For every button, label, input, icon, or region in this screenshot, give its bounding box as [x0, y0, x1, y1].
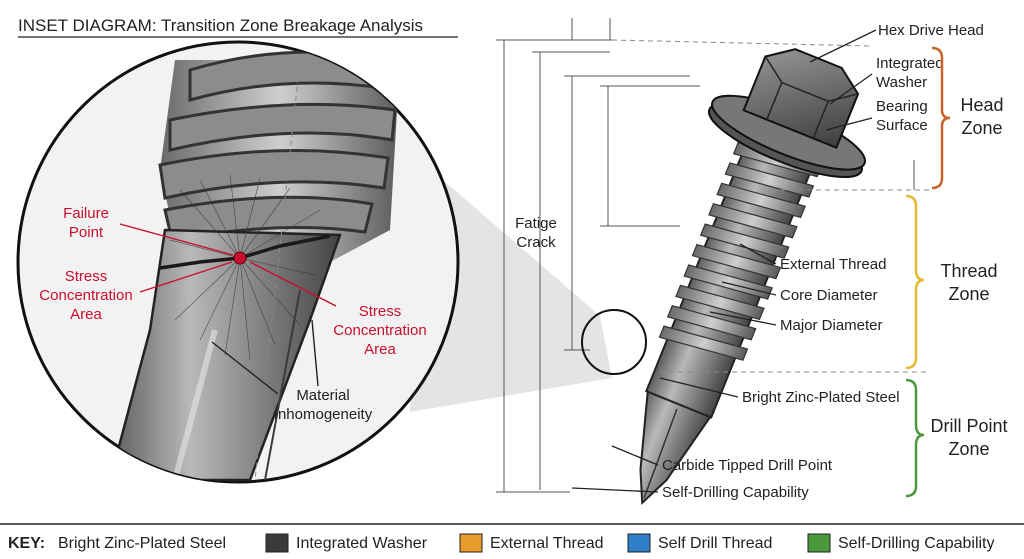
key-item-label-3: Self Drill Thread [658, 535, 772, 552]
failure-point-dot [234, 252, 246, 264]
major-diameter-label: Major Diameter [780, 317, 883, 334]
key-prefix: KEY: [8, 535, 45, 552]
key-item-label-1: Integrated Washer [296, 535, 428, 552]
integrated-washer-label-2: Washer [876, 74, 927, 91]
failure-point-label-1: Failure [63, 205, 109, 222]
material-label-1: Material [296, 387, 349, 404]
bearing-surface-label-2: Surface [876, 117, 928, 134]
key-swatch-self-drilling [808, 534, 830, 552]
failure-point-label-2: Point [69, 224, 104, 241]
key-swatch-external-thread [460, 534, 482, 552]
material-label-2: Inhomogeneity [274, 406, 373, 423]
fatigue-crack-label-1: Fatige [515, 215, 557, 232]
key-swatch-integrated-washer [266, 534, 288, 552]
inset-circle [18, 42, 458, 482]
fatigue-crack-label-2: Crack [516, 234, 556, 251]
key-swatch-self-drill-thread [628, 534, 650, 552]
stress-left-label-1: Stress [65, 268, 108, 285]
key-item-label-2: External Thread [490, 535, 604, 552]
self-drilling-label: Self-Drilling Capability [662, 484, 809, 501]
core-diameter-label: Core Diameter [780, 287, 878, 304]
bearing-surface-label-1: Bearing [876, 98, 928, 115]
integrated-washer-label-1: Integrated [876, 55, 944, 72]
key-item-label-4: Self-Drilling Capability [838, 535, 995, 552]
carbide-tip-label: Carbide Tipped Drill Point [662, 457, 833, 474]
stress-left-label-2: Concentration [39, 287, 132, 304]
stress-right-label-2: Concentration [333, 322, 426, 339]
head-zone-label-1: Head [960, 95, 1003, 115]
bright-zinc-label: Bright Zinc-Plated Steel [742, 389, 900, 406]
drill-zone-label-1: Drill Point [930, 416, 1007, 436]
stress-right-label-3: Area [364, 341, 396, 358]
head-zone-label-2: Zone [961, 118, 1002, 138]
stress-right-label-1: Stress [359, 303, 402, 320]
drill-zone-bracket [906, 380, 924, 496]
key-item-label-0: Bright Zinc-Plated Steel [58, 535, 226, 552]
thread-zone-label-1: Thread [940, 261, 997, 281]
drill-zone-label-2: Zone [948, 439, 989, 459]
external-thread-label: External Thread [780, 256, 886, 273]
diagram-title: INSET DIAGRAM: Transition Zone Breakage … [18, 16, 423, 35]
hex-drive-head-label: Hex Drive Head [878, 22, 984, 39]
key-legend: KEY: Bright Zinc-Plated Steel Integrated… [8, 534, 995, 552]
thread-zone-label-2: Zone [948, 284, 989, 304]
thread-zone-bracket [906, 196, 924, 368]
stress-left-label-3: Area [70, 306, 102, 323]
